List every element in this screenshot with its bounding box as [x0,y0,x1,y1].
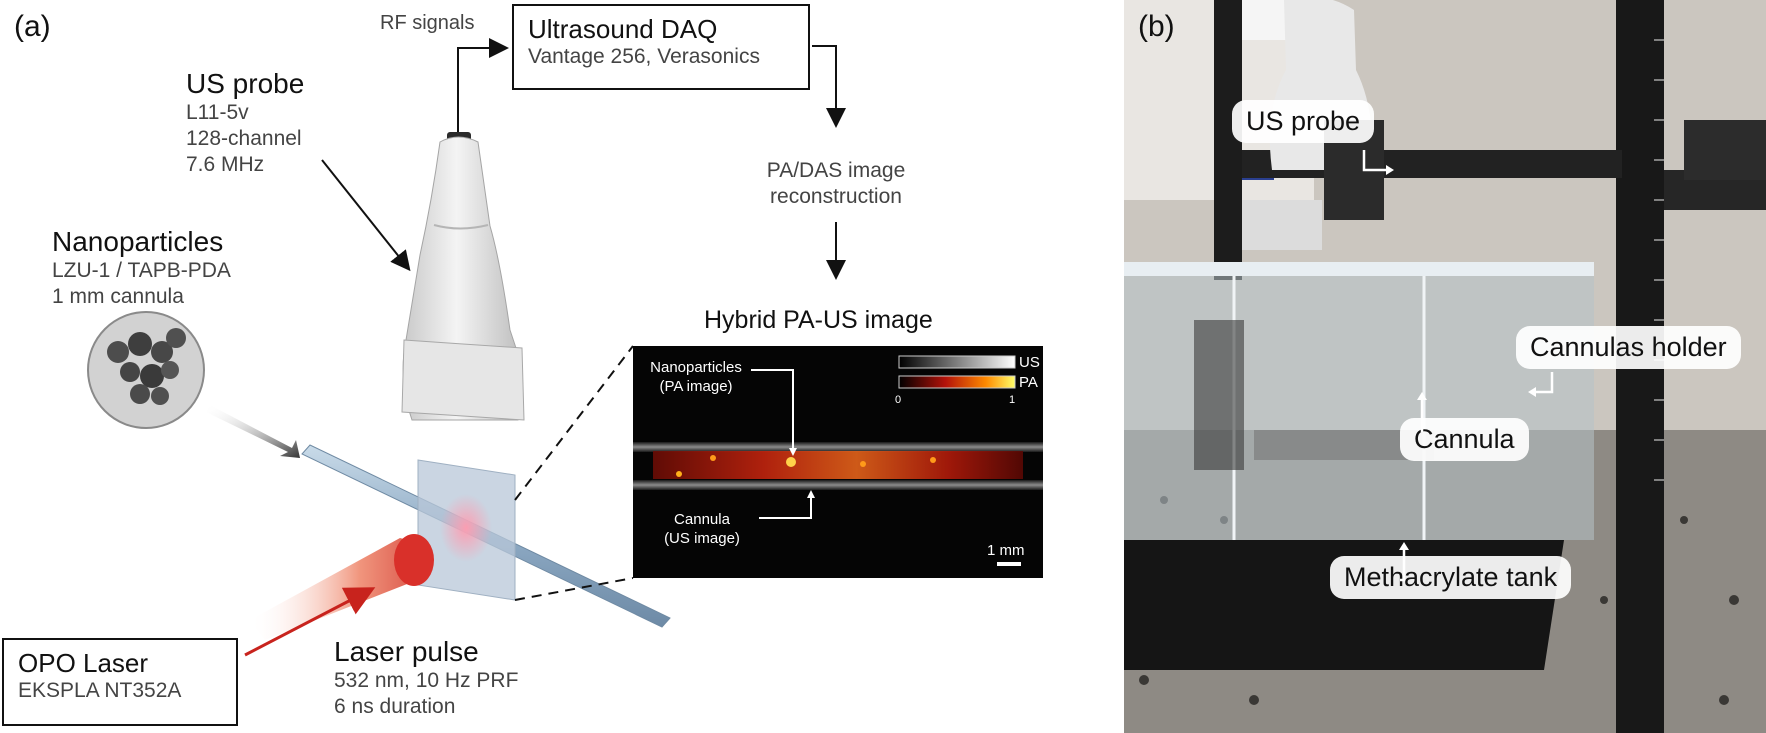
us-probe-line: 128-channel [186,127,302,150]
us-probe-title: US probe [186,68,305,99]
legend-us-label: US [1019,354,1040,371]
legend-pa-label: PA [1019,374,1038,391]
laser-pulse-line: 6 ns duration [334,695,456,718]
nanoparticles-line: LZU-1 / TAPB-PDA [52,259,231,282]
pa-nanoparticles-label: Nanoparticles (PA image) [641,358,751,396]
laser-title: OPO Laser [18,648,149,678]
nanoparticles-title: Nanoparticles [52,226,224,257]
nanoparticles-caption: Nanoparticles LZU-1 / TAPB-PDA 1 mm cann… [52,226,231,310]
pa-label-line: Nanoparticles [650,359,742,376]
laser-subtitle: EKSPLA NT352A [18,679,182,702]
pa-label-line: (PA image) [659,378,733,395]
us-label-line: (US image) [664,530,740,547]
us-probe-line: 7.6 MHz [186,153,265,176]
hybrid-pa-us-image: Nanoparticles (PA image) Cannula (US ima… [633,346,1043,578]
laser-pulse-line: 532 nm, 10 Hz PRF [334,669,519,692]
laser-pulse-caption: Laser pulse 532 nm, 10 Hz PRF 6 ns durat… [334,636,518,720]
callout-cannulas-holder: Cannulas holder [1516,326,1741,369]
photo-callout-arrows [1362,150,1554,582]
us-label-line: Cannula [674,511,730,528]
diagram-connectors [87,38,846,657]
scalebar-label: 1 mm [987,542,1025,559]
reconstruction-caption: PA/DAS image reconstruction [740,158,932,210]
colorbar-max: 1 [1009,394,1016,406]
panel-b-label: (b) [1138,10,1175,43]
opo-laser-box: OPO Laser EKSPLA NT352A [2,638,238,726]
colorbar-min: 0 [895,394,902,406]
callout-us-probe: US probe [1232,100,1375,143]
us-probe-caption: US probe L11-5v 128-channel 7.6 MHz [186,68,304,178]
us-probe-illustration [401,132,525,421]
nanoparticles-line: 1 mm cannula [52,285,184,308]
us-probe-line: L11-5v [186,101,249,124]
reconstruction-line: reconstruction [770,185,902,208]
daq-subtitle: Vantage 256, Verasonics [528,45,760,68]
callout-methacrylate-tank: Methacrylate tank [1330,556,1572,599]
rf-signals-label: RF signals [380,12,475,34]
nanoparticle-tem-inset [87,311,205,429]
hybrid-image-title: Hybrid PA-US image [704,306,933,334]
laser-pulse-title: Laser pulse [334,636,479,667]
us-cannula-label: Cannula (US image) [649,510,755,548]
panel-a-label: (a) [14,10,51,43]
daq-title: Ultrasound DAQ [528,14,718,44]
reconstruction-line: PA/DAS image [766,159,906,182]
ultrasound-daq-box: Ultrasound DAQ Vantage 256, Verasonics [512,4,810,90]
